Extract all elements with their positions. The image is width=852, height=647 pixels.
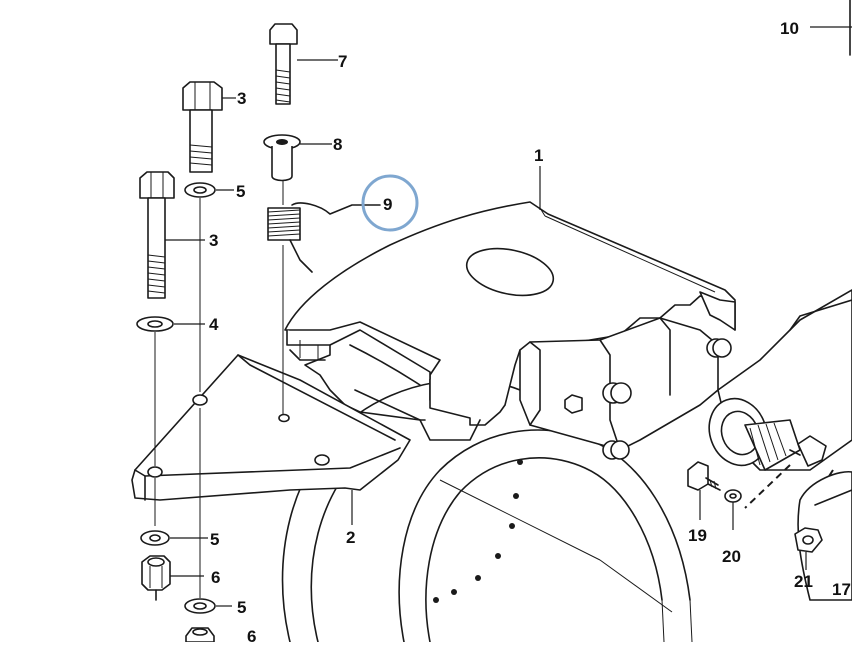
part-21-nut xyxy=(794,527,823,570)
camshaft-assembly xyxy=(708,289,852,601)
callout-3-lower: 3 xyxy=(209,231,218,250)
callout-6-lower: 6 xyxy=(247,627,256,642)
callout-7: 7 xyxy=(338,52,347,71)
part-8-bushing xyxy=(263,134,332,182)
callout-2: 2 xyxy=(346,528,355,547)
part-5-washer-lower xyxy=(184,598,232,614)
mounting-bracket xyxy=(131,354,411,501)
part-4-washer xyxy=(136,316,205,332)
callout-19: 19 xyxy=(688,526,707,545)
callout-10: 10 xyxy=(780,19,799,38)
callout-4: 4 xyxy=(209,315,219,334)
callout-17: 17 xyxy=(832,580,851,599)
part-5-washer-middle xyxy=(140,530,208,546)
callout-5-upper: 5 xyxy=(236,182,245,201)
part-6-nut-middle xyxy=(141,555,204,601)
part-3-bolt-lower xyxy=(139,171,205,299)
part-5-washer-upper xyxy=(184,182,234,198)
part-20-washer xyxy=(724,489,742,530)
highlight-ring xyxy=(361,174,419,232)
part-6-nut-lower xyxy=(185,627,215,643)
caliper-housing xyxy=(284,201,736,460)
callout-5-lower: 5 xyxy=(237,598,246,617)
callout-21: 21 xyxy=(794,572,813,591)
callout-1: 1 xyxy=(534,146,543,165)
callout-6-middle: 6 xyxy=(211,568,220,587)
part-19-bolt xyxy=(687,461,721,520)
callout-8: 8 xyxy=(333,135,342,154)
callout-9: 9 xyxy=(383,195,392,214)
part-7-bolt xyxy=(269,23,338,105)
callout-3-upper: 3 xyxy=(237,89,246,108)
part-9-spring xyxy=(267,202,381,273)
callout-20: 20 xyxy=(722,547,741,566)
part-3-bolt-upper xyxy=(182,81,236,173)
callout-5-middle: 5 xyxy=(210,530,219,549)
